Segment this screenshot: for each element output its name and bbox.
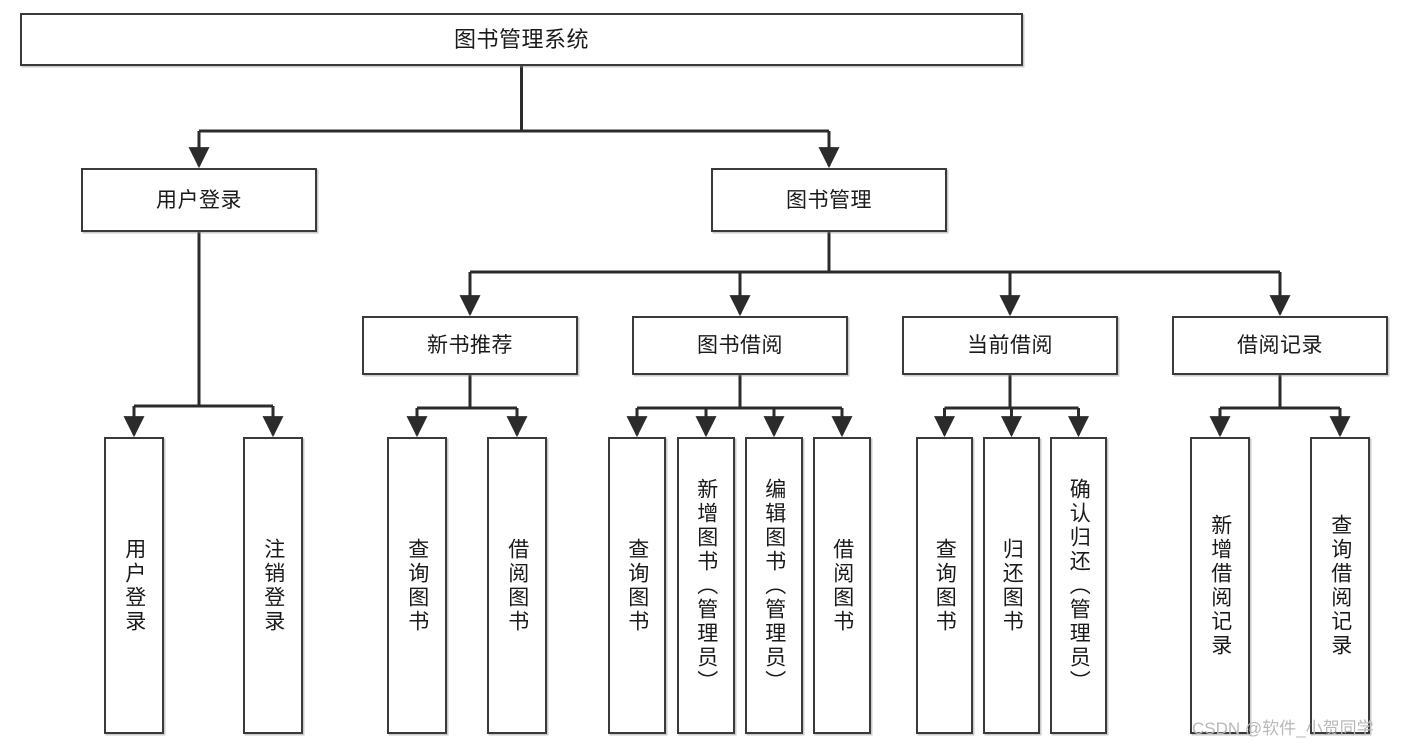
node-leaf-bb-edit-label: 编辑图书（管理员） bbox=[762, 477, 786, 694]
node-leaf-cb-return-label: 归还图书 bbox=[1000, 537, 1024, 634]
node-leaf-rec-borrow-label: 借阅图书 bbox=[505, 537, 529, 634]
node-user-login-label: 用户登录 bbox=[156, 188, 242, 212]
node-book-borrow-label: 图书借阅 bbox=[697, 334, 783, 357]
node-leaf-user-login[interactable]: 用户登录 bbox=[104, 437, 164, 734]
node-leaf-rec-query-label: 查询图书 bbox=[405, 537, 429, 634]
node-book-admin[interactable]: 图书管理 bbox=[711, 168, 947, 232]
node-leaf-bb-add[interactable]: 新增图书（管理员） bbox=[677, 437, 735, 734]
node-leaf-cb-confirm[interactable]: 确认归还（管理员） bbox=[1050, 437, 1107, 734]
node-leaf-bl-query-label: 查询借阅记录 bbox=[1328, 513, 1352, 658]
node-user-login[interactable]: 用户登录 bbox=[81, 168, 317, 232]
node-leaf-user-logout-label: 注销登录 bbox=[261, 537, 285, 634]
node-leaf-bb-borrow[interactable]: 借阅图书 bbox=[813, 437, 871, 734]
node-leaf-rec-borrow[interactable]: 借阅图书 bbox=[487, 437, 547, 734]
node-borrow-log-label: 借阅记录 bbox=[1237, 334, 1323, 357]
node-leaf-bb-borrow-label: 借阅图书 bbox=[830, 537, 854, 634]
node-leaf-user-login-label: 用户登录 bbox=[122, 537, 146, 634]
node-leaf-bl-add-label: 新增借阅记录 bbox=[1208, 513, 1232, 658]
node-leaf-cb-query[interactable]: 查询图书 bbox=[916, 437, 973, 734]
node-borrow-log[interactable]: 借阅记录 bbox=[1172, 316, 1388, 375]
node-new-book-rec-label: 新书推荐 bbox=[427, 334, 513, 357]
node-leaf-cb-query-label: 查询图书 bbox=[933, 537, 957, 634]
node-leaf-bb-query[interactable]: 查询图书 bbox=[608, 437, 666, 734]
node-leaf-rec-query[interactable]: 查询图书 bbox=[387, 437, 447, 734]
node-leaf-bb-edit[interactable]: 编辑图书（管理员） bbox=[745, 437, 803, 734]
node-book-borrow[interactable]: 图书借阅 bbox=[632, 316, 848, 375]
node-new-book-rec[interactable]: 新书推荐 bbox=[362, 316, 578, 375]
node-leaf-bl-add[interactable]: 新增借阅记录 bbox=[1190, 437, 1250, 734]
node-leaf-bb-query-label: 查询图书 bbox=[625, 537, 649, 634]
node-leaf-cb-confirm-label: 确认归还（管理员） bbox=[1067, 477, 1091, 694]
node-cur-borrow-label: 当前借阅 bbox=[967, 334, 1053, 357]
node-book-admin-label: 图书管理 bbox=[786, 188, 872, 212]
node-cur-borrow[interactable]: 当前借阅 bbox=[902, 316, 1118, 375]
node-root-label: 图书管理系统 bbox=[453, 26, 589, 52]
node-root[interactable]: 图书管理系统 bbox=[20, 13, 1023, 66]
watermark: CSDN @软件_小贺同学 bbox=[1192, 719, 1374, 738]
node-leaf-user-logout[interactable]: 注销登录 bbox=[243, 437, 303, 734]
node-leaf-bb-add-label: 新增图书（管理员） bbox=[694, 477, 718, 694]
node-leaf-cb-return[interactable]: 归还图书 bbox=[983, 437, 1040, 734]
node-leaf-bl-query[interactable]: 查询借阅记录 bbox=[1310, 437, 1370, 734]
